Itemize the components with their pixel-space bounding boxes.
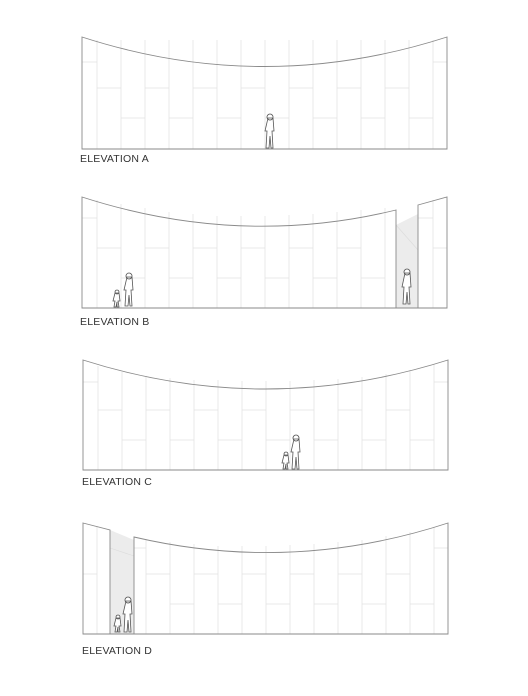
elevation-d-side-wall-outline: [82, 522, 111, 635]
elevation-d-label: ELEVATION D: [82, 645, 153, 657]
elevation-a-label: ELEVATION A: [80, 153, 149, 165]
elevation-b-child-figure: [112, 289, 121, 308]
elevation-b-label: ELEVATION B: [80, 316, 150, 328]
elevation-c-adult-figure: [290, 434, 301, 470]
elevation-b-opening-shadow-edge: [395, 224, 419, 251]
elevation-b-opening-shadow: [396, 214, 418, 308]
elevation-a-drawing: [81, 36, 448, 150]
elevation-b-panel-grid: [82, 200, 447, 308]
elevation-d-adult-figure: [122, 596, 133, 633]
elevation-a-panel-grid: [82, 40, 447, 149]
elevation-b-opening-person-figure: [401, 268, 412, 305]
elevation-a-person-figure: [264, 113, 275, 149]
elevation-c-child-figure: [281, 451, 290, 470]
elevation-d-main-wall-outline: [133, 522, 449, 635]
elevation-d-child-figure: [113, 614, 122, 633]
elevation-b-side-wall-outline: [417, 196, 448, 309]
elevation-b-main-wall-outline: [81, 196, 397, 309]
elevation-d-drawing: [82, 522, 449, 635]
elevation-c-wall-outline: [82, 359, 449, 471]
elevation-b-drawing: [81, 196, 448, 309]
elevation-c-panel-grid: [83, 364, 448, 470]
elevation-b-adult-figure: [123, 272, 134, 307]
elevation-a-wall-outline: [81, 36, 448, 150]
elevation-c-label: ELEVATION C: [82, 476, 153, 488]
elevation-d-panel-grid: [83, 526, 448, 634]
elevation-d-opening-shadow-edge: [109, 547, 135, 557]
elevation-c-drawing: [82, 359, 449, 471]
